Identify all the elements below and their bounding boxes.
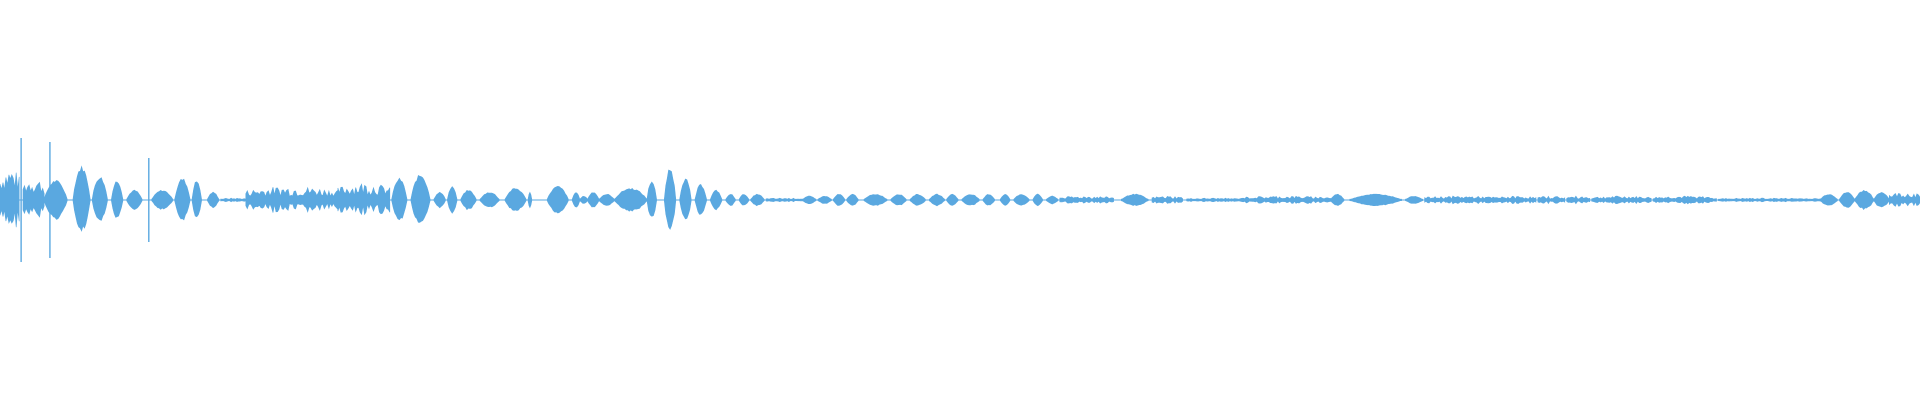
waveform-segment-30: [614, 187, 648, 212]
waveform-segment-70: [1819, 194, 1838, 206]
waveform-segment-5: [72, 165, 91, 232]
waveform-segment-73: [1873, 192, 1890, 208]
waveform-segment-21: [460, 190, 477, 211]
waveform-segment-53: [1032, 193, 1043, 207]
waveform-segment-24: [527, 191, 533, 209]
waveform-segment-63: [1424, 195, 1498, 205]
waveform-segment-20: [447, 186, 458, 214]
waveform-segment-51: [999, 193, 1011, 206]
waveform-segment-54: [1046, 195, 1059, 205]
waveform-segment-26: [571, 192, 581, 208]
waveform-segment-8: [126, 189, 143, 210]
waveform-segment-60: [1330, 193, 1345, 206]
waveform-segment-66: [1566, 195, 1591, 205]
waveform-segment-7: [111, 181, 124, 218]
waveform-segment-14: [220, 197, 247, 203]
waveform-segment-68: [1652, 195, 1717, 205]
waveform-segment-64: [1497, 195, 1537, 204]
waveform-segment-39: [765, 197, 803, 203]
waveform-segment-11: [174, 178, 191, 221]
waveform-segment-17: [391, 177, 408, 221]
waveform-segment-71: [1839, 192, 1855, 208]
waveform-segment-74: [1889, 193, 1920, 207]
waveform-segment-13: [207, 191, 220, 209]
waveform-segment-10: [151, 190, 174, 210]
waveform-segment-61: [1349, 193, 1402, 206]
waveform-segment-67: [1591, 195, 1652, 205]
waveform-segment-36: [725, 194, 736, 206]
waveform-segment-58: [1186, 197, 1241, 203]
waveform-segment-25: [546, 185, 569, 214]
waveform-segment-48: [946, 193, 959, 206]
waveform-segment-52: [1013, 194, 1030, 206]
waveform-segment-46: [909, 193, 926, 206]
waveform-segment-43: [846, 193, 859, 206]
waveform-segment-59: [1240, 195, 1331, 204]
waveform-segment-31: [646, 181, 657, 217]
waveform-segment-32: [663, 169, 677, 230]
waveform-segment-37: [738, 194, 750, 206]
waveform-segment-27: [579, 195, 588, 204]
waveform-segment-12: [191, 181, 202, 218]
waveform-segment-41: [817, 195, 832, 204]
waveform-segment-65: [1537, 195, 1566, 205]
waveform-segment-29: [598, 193, 615, 206]
waveform-segment-55: [1059, 196, 1114, 204]
waveform-segment-47: [928, 193, 945, 207]
waveform-segment-56: [1121, 193, 1149, 206]
waveform-segment-44: [863, 194, 888, 206]
waveform-segment-2: [22, 181, 45, 218]
waveform-segment-6: [91, 177, 108, 221]
waveform-segment-19: [433, 191, 446, 209]
waveform-segment-62: [1405, 196, 1423, 204]
waveform-segment-38: [750, 193, 765, 207]
waveform-segment-0: [0, 172, 20, 228]
waveform-segment-33: [679, 178, 692, 220]
waveform-segment-28: [587, 192, 600, 208]
waveform-segment-34: [694, 183, 707, 215]
waveform-segment-69: [1718, 197, 1821, 203]
waveform-segment-42: [832, 194, 846, 206]
waveform-segment-72: [1854, 190, 1875, 210]
waveform-segment-50: [982, 194, 995, 206]
waveform-segments: [0, 138, 1920, 262]
waveform-segment-23: [504, 188, 527, 211]
waveform-segment-4: [43, 180, 68, 220]
waveform-segment-45: [890, 194, 907, 206]
waveform-segment-57: [1151, 196, 1183, 204]
waveform-segment-15: [245, 186, 339, 213]
waveform-segment-16: [337, 183, 391, 216]
waveform-segment-18: [410, 174, 431, 223]
waveform-segment-22: [479, 192, 500, 208]
waveform-segment-49: [961, 194, 980, 206]
waveform-segment-40: [802, 195, 817, 204]
waveform-segment-35: [710, 189, 723, 211]
